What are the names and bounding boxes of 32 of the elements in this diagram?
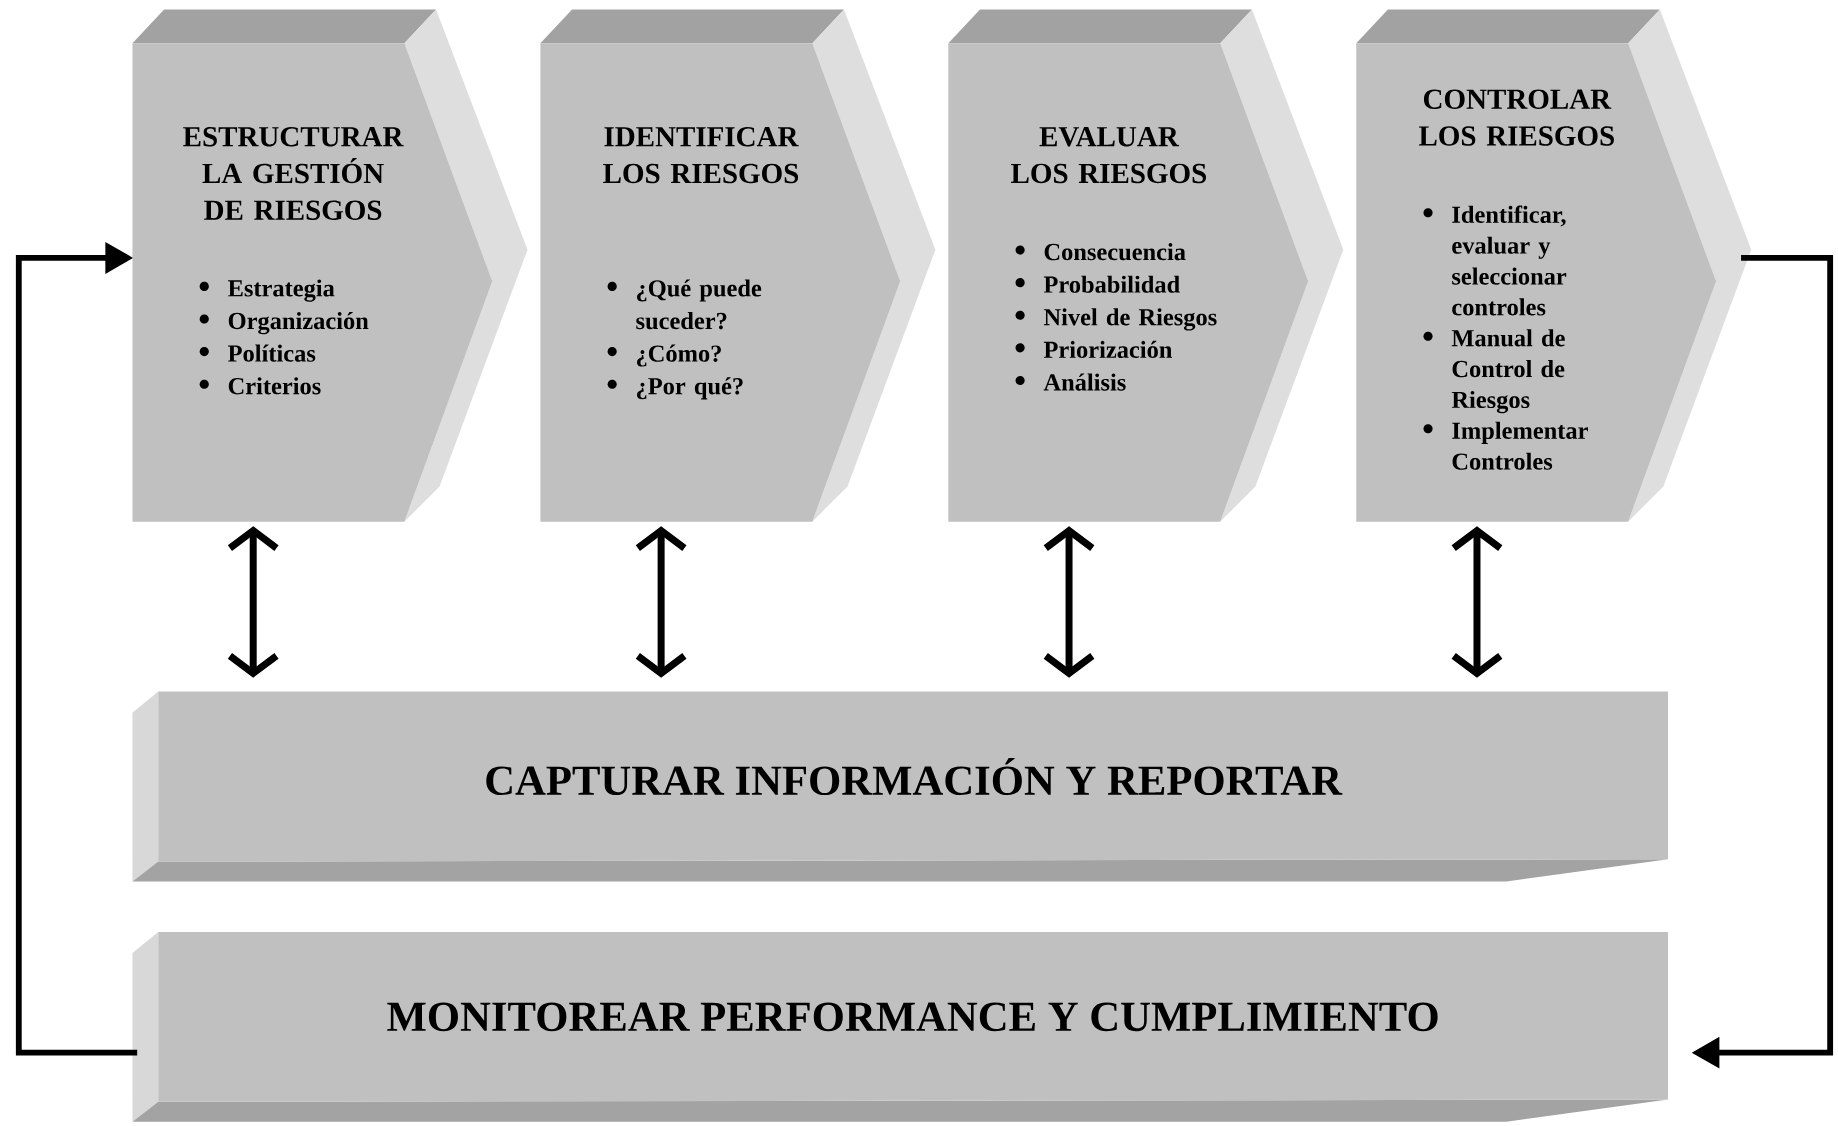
bullet-item: ¿Por qué? [637, 376, 743, 400]
bullet-item: Políticas [228, 344, 316, 362]
bullet-item: Estrategia [228, 279, 335, 302]
bar-label: MONITOREAR PERFORMANCE Y CUMPLIMIENTO [387, 1002, 1438, 1031]
heading: CONTROLAR LOS RIESGOS [1419, 89, 1614, 146]
heading: IDENTIFICAR LOS RIESGOS [603, 126, 799, 183]
banner-bar [132, 931, 1669, 1122]
banner-bar [132, 691, 1669, 882]
bullet-item: Probabilidad [1043, 275, 1180, 293]
bullet-item: Identificar, evaluar y seleccionar controles [1452, 205, 1567, 316]
bullet-item: Manual de Control de Riesgos [1451, 328, 1565, 413]
chevron-box [540, 9, 936, 522]
double-arrow [1451, 526, 1503, 678]
bullet-item: Criterios [228, 376, 321, 395]
bullet-item: Análisis [1043, 373, 1126, 391]
bullet-item: Organización [228, 311, 369, 335]
bullet-item: Nivel de Riesgos [1043, 308, 1217, 331]
double-arrow [635, 526, 687, 678]
chevron-box [1356, 9, 1752, 522]
heading: EVALUAR LOS RIESGOS [1011, 126, 1206, 183]
bullet-item: Consecuencia [1044, 242, 1186, 261]
arrow [15, 241, 138, 1056]
bullet-item: Priorización [1043, 340, 1173, 358]
chevron-box [948, 9, 1344, 522]
double-arrow [227, 526, 279, 678]
bullet-item: ¿Cómo? [637, 344, 721, 367]
chevron-box [132, 9, 528, 522]
bullet-item: Implementar Controles [1452, 421, 1588, 470]
heading: ESTRUCTURAR LA GESTIÓN DE RIESGOS [183, 126, 404, 220]
bar-label: CAPTURAR INFORMACIÓN Y REPORTAR [486, 757, 1343, 795]
double-arrow [1043, 526, 1095, 678]
bullet-item: ¿Qué puede suceder? [636, 279, 762, 330]
